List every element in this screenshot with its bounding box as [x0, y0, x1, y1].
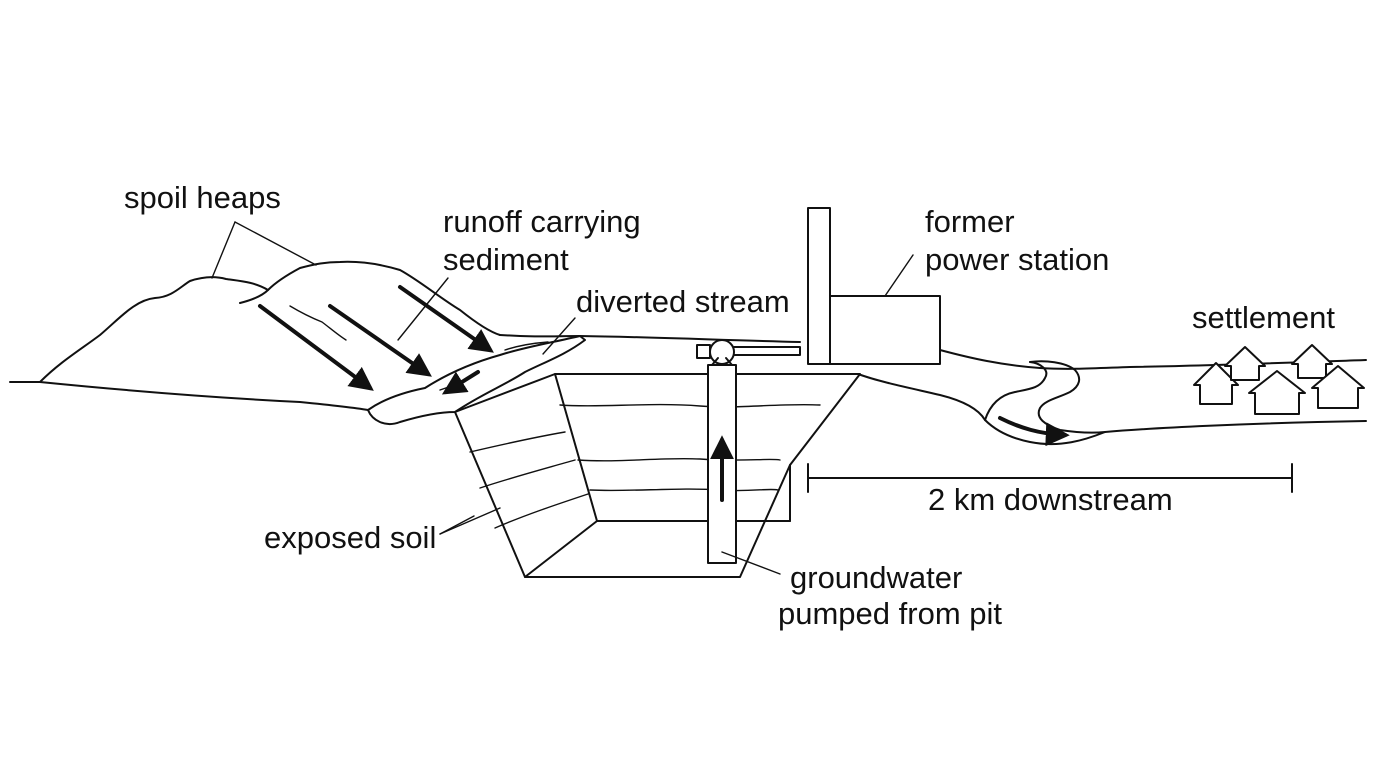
- label-runoff-line1: runoff carrying: [443, 204, 641, 239]
- house-icon: [1193, 362, 1239, 405]
- label-spoil-heaps: spoil heaps: [124, 180, 281, 215]
- runoff-arrows: [258, 285, 1070, 447]
- runoff-arrow: [398, 285, 494, 353]
- spoil-heaps: [9, 260, 501, 383]
- house-icon: [1248, 370, 1306, 415]
- stream-flow-arrow: [441, 370, 480, 395]
- label-exposed-soil: exposed soil: [264, 520, 436, 555]
- power-station: [807, 207, 941, 365]
- label-groundwater-line1: groundwater: [790, 560, 962, 595]
- label-settlement: settlement: [1192, 300, 1335, 335]
- ground-surface: [39, 334, 1367, 411]
- distance-scale: [807, 463, 1293, 493]
- runoff-arrow: [258, 304, 374, 391]
- house-icon: [1224, 346, 1266, 381]
- label-runoff-line2: sediment: [443, 242, 569, 277]
- runoff-arrow: [328, 304, 432, 377]
- label-power-line1: former: [925, 204, 1015, 239]
- settlement-houses: [1193, 344, 1365, 415]
- label-diverted-stream: diverted stream: [576, 284, 790, 319]
- open-pit: [454, 373, 861, 578]
- label-groundwater-line2: pumped from pit: [778, 596, 1002, 631]
- leader-lines: [211, 221, 914, 575]
- diverted-stream: [367, 335, 586, 426]
- groundwater-pump: [696, 339, 801, 564]
- label-power-line2: power station: [925, 242, 1109, 277]
- house-icon: [1311, 365, 1365, 409]
- house-icon: [1291, 344, 1333, 379]
- river-flow-arrow: [998, 416, 1070, 447]
- label-distance: 2 km downstream: [928, 482, 1173, 517]
